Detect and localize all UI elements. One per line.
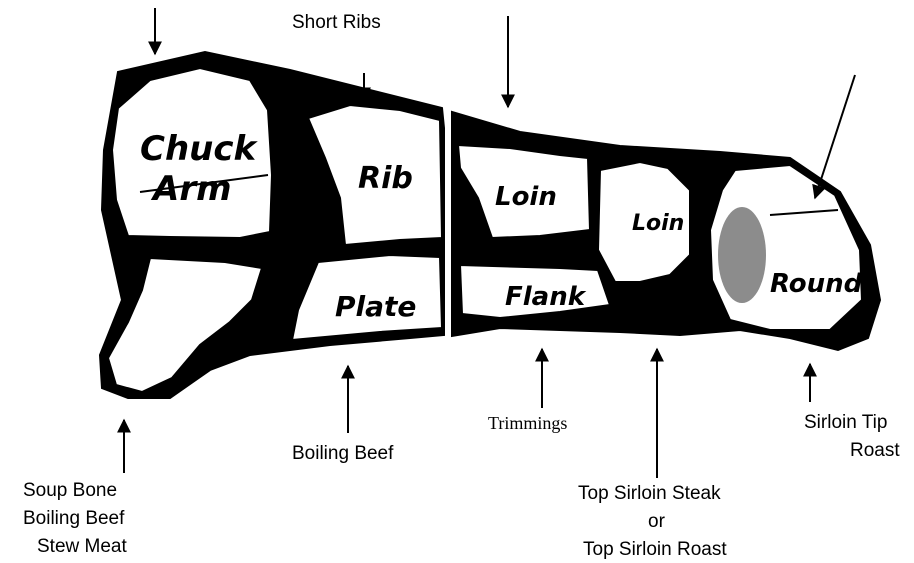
short-ribs-label: Short Ribs — [292, 12, 381, 34]
cut-label-plate: Plate — [335, 290, 416, 323]
arrow-top-right — [815, 75, 855, 198]
top-sirloin-label-line-3: Top Sirloin Roast — [583, 539, 727, 561]
cut-label-loin-rear: Loin — [632, 211, 684, 236]
cut-label-flank: Flank — [505, 282, 587, 312]
cut-label-loin-front: Loin — [495, 182, 557, 212]
cut-label-arm: Arm — [150, 169, 232, 209]
soup-bone-label-line-2: Boiling Beef — [23, 508, 124, 530]
soup-bone-label-line-1: Soup Bone — [23, 480, 117, 502]
sirloin-tip-label-line-1: Sirloin Tip — [804, 412, 887, 434]
boiling-beef-label: Boiling Beef — [292, 443, 393, 465]
cut-label-rib: Rib — [358, 161, 413, 196]
round-bone-marking — [718, 207, 766, 303]
top-sirloin-label-line-1: Top Sirloin Steak — [578, 483, 721, 505]
cut-label-chuck: Chuck — [140, 129, 259, 169]
top-sirloin-label-line-2: or — [648, 511, 665, 533]
sirloin-tip-label-line-2: Roast — [850, 440, 900, 462]
trimmings-label: Trimmings — [488, 412, 567, 434]
soup-bone-label-line-3: Stew Meat — [37, 536, 127, 558]
cut-label-round: Round — [770, 269, 863, 299]
